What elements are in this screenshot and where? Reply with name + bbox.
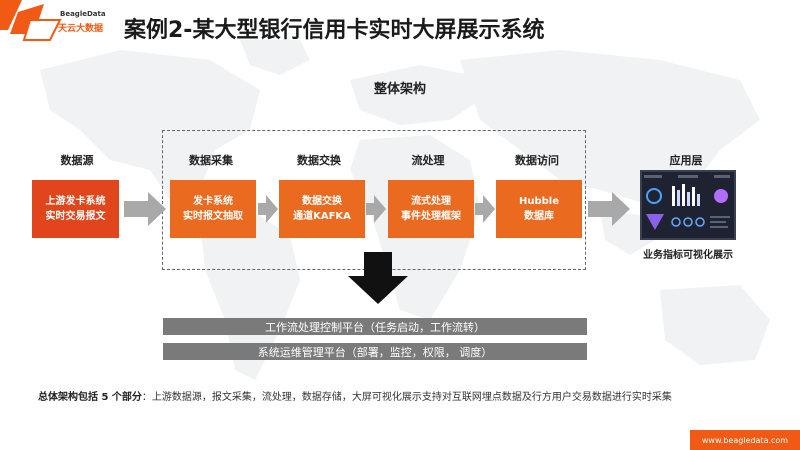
footer-url: www.beagledata.com: [690, 430, 800, 450]
workflow-platform-bar: 工作流处理控制平台（任务启动，工作流转）: [163, 318, 587, 335]
application-label: 应用层: [641, 152, 731, 168]
stream-box-line2: 事件处理框架: [401, 209, 461, 224]
source-box: 上游发卡系统 实时交易报文: [32, 180, 119, 238]
collect-box-line2: 实时报文抽取: [183, 209, 243, 224]
summary-lead: 总体架构包括 5 个部分: [38, 392, 142, 403]
exchange-box-line2: 通道KAFKA: [293, 209, 351, 224]
dashboard-preview-icon: [642, 172, 734, 238]
source-box-line2: 实时交易报文: [46, 209, 106, 224]
stage-label-collect: 数据采集: [166, 152, 256, 168]
source-label: 数据源: [32, 152, 122, 168]
source-box-line1: 上游发卡系统: [46, 194, 106, 209]
company-logo: BeagleData 天云大数据: [0, 0, 112, 44]
arrow-right-icon: [366, 195, 386, 223]
exchange-box-line1: 数据交换: [302, 194, 342, 209]
collect-box-line1: 发卡系统: [193, 194, 233, 209]
stage-label-stream: 流处理: [383, 152, 473, 168]
arrow-right-icon: [588, 192, 630, 226]
stream-box: 流式处理 事件处理框架: [388, 180, 474, 238]
dashboard-screen-thumbnail: [640, 170, 736, 240]
access-box-line2: 数据库: [524, 209, 554, 224]
logo-text-en: BeagleData: [60, 10, 106, 18]
summary-text: 总体架构包括 5 个部分：上游数据源，报文采集，流处理，数据存储，大屏可视化展示…: [38, 388, 672, 403]
stage-label-exchange: 数据交换: [274, 152, 364, 168]
access-box: Hubble 数据库: [496, 180, 582, 238]
summary-body: ：上游数据源，报文采集，流处理，数据存储，大屏可视化展示支持对互联网埋点数据及行…: [142, 392, 672, 403]
application-caption: 业务指标可视化展示: [626, 246, 750, 261]
page-title: 案例2-某大型银行信用卡实时大屏展示系统: [124, 12, 544, 44]
ops-platform-bar: 系统运维管理平台（部署，监控，权限， 调度）: [163, 343, 587, 360]
logo-text-cn: 天云大数据: [58, 21, 103, 34]
arrow-right-icon: [258, 195, 278, 223]
collect-box: 发卡系统 实时报文抽取: [170, 180, 256, 238]
arrow-down-icon: [348, 252, 408, 304]
exchange-box: 数据交换 通道KAFKA: [279, 180, 365, 238]
arrow-right-icon: [124, 192, 166, 226]
access-box-line1: Hubble: [519, 194, 559, 209]
arrow-right-icon: [475, 195, 495, 223]
stream-box-line1: 流式处理: [411, 194, 451, 209]
architecture-title: 整体架构: [340, 78, 460, 97]
stage-label-access: 数据访问: [492, 152, 582, 168]
logo-mark-icon: [0, 0, 62, 44]
